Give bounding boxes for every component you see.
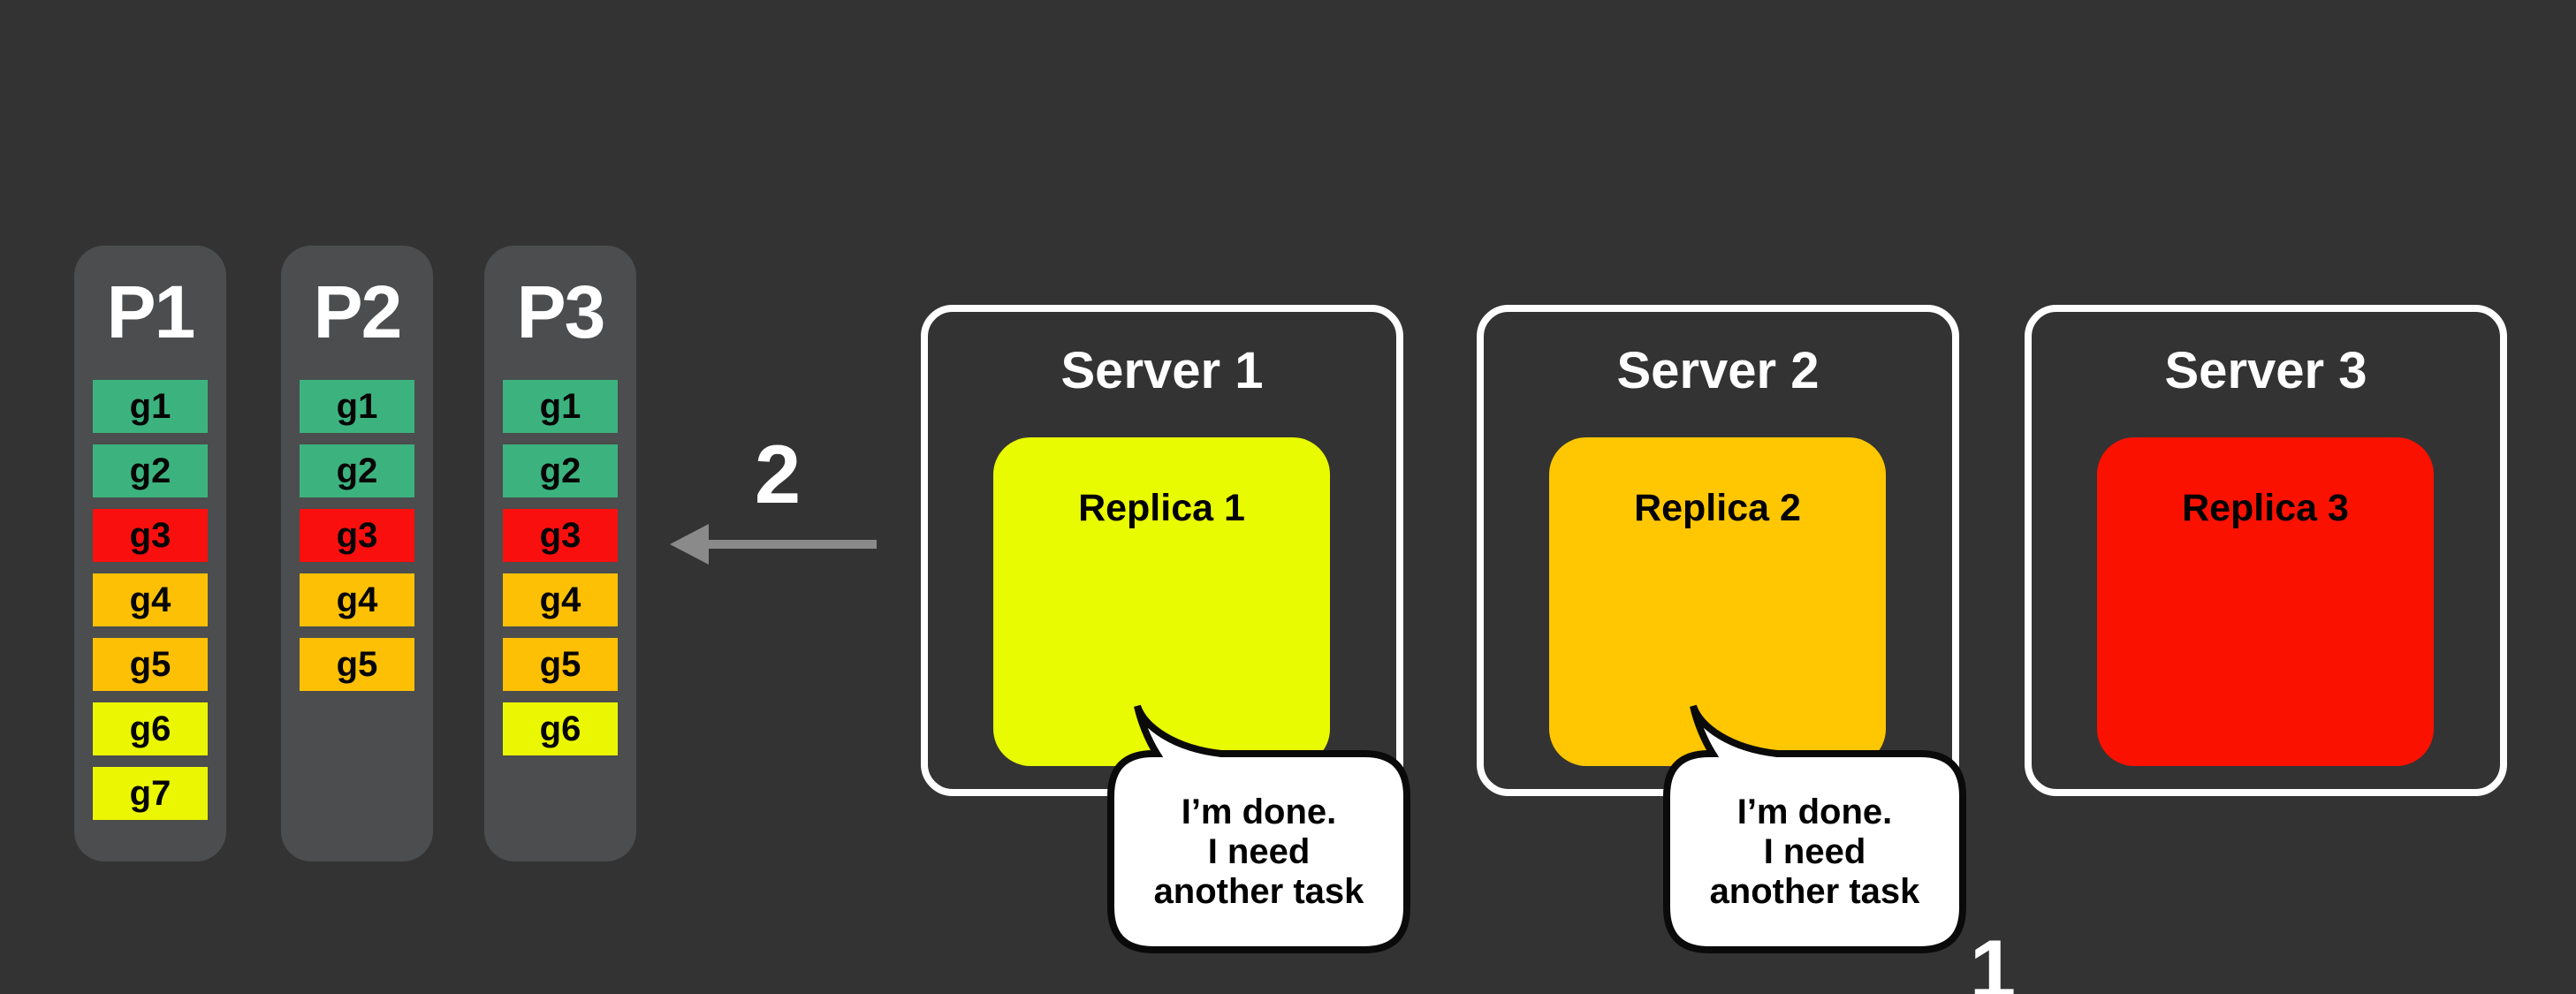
speech-bubble: I’m done. I need another task: [1107, 702, 1410, 953]
replica: Replica 2: [1549, 437, 1886, 766]
speech-bubble: I’m done. I need another task: [1663, 702, 1966, 953]
task-cell: g6: [503, 702, 618, 755]
task-list: g1 g2 g3 g4 g5 g6 g7: [93, 380, 208, 820]
replica-label: Replica 3: [2182, 487, 2349, 529]
replica-label: Replica 1: [1078, 487, 1245, 529]
task-cell: g3: [503, 509, 618, 562]
server-title: Server 3: [2164, 342, 2367, 399]
partition-column: P1 g1 g2 g3 g4 g5 g6 g7: [74, 246, 226, 861]
replica: Replica 3: [2097, 437, 2434, 766]
task-cell: g4: [300, 573, 414, 626]
task-cell: g1: [503, 380, 618, 433]
task-cell: g3: [93, 509, 208, 562]
task-cell: g4: [93, 573, 208, 626]
step-1-label: 1: [1969, 922, 2017, 994]
speech-bubble-line: I’m done.: [1181, 792, 1337, 831]
step-2-label: 2: [754, 428, 802, 520]
task-cell: g5: [93, 638, 208, 691]
speech-bubble-shape: [1107, 704, 1410, 953]
task-cell: g7: [93, 767, 208, 820]
task-cell: g2: [300, 444, 414, 497]
speech-bubble-line: I need: [1763, 831, 1866, 871]
partition-title: P3: [516, 269, 606, 353]
task-cell: g6: [93, 702, 208, 755]
assign-task-arrow-head: [670, 524, 709, 565]
server: Server 2 Replica 2 I’m done. I need anot…: [1477, 305, 1966, 953]
partition-column: P2 g1 g2 g3 g4 g5: [281, 246, 433, 861]
task-list: g1 g2 g3 g4 g5: [300, 380, 414, 691]
task-cell: g5: [503, 638, 618, 691]
replica: Replica 1: [993, 437, 1330, 766]
speech-bubble-shape: [1663, 704, 1966, 953]
server-box: [2025, 305, 2507, 796]
partition-title: P1: [106, 269, 196, 353]
task-cell: g1: [300, 380, 414, 433]
speech-bubble-line: another task: [1709, 871, 1920, 911]
task-cell: g1: [93, 380, 208, 433]
speech-bubble-line: I need: [1207, 831, 1311, 871]
replica-label: Replica 2: [1634, 487, 1801, 529]
speech-bubble-text: I’m done. I need another task: [1667, 754, 1963, 950]
partition-column: P3 g1 g2 g3 g4 g5 g6: [484, 246, 636, 861]
partition-title: P2: [313, 269, 403, 353]
task-list: g1 g2 g3 g4 g5 g6: [503, 380, 618, 755]
speech-bubble-line: I’m done.: [1736, 792, 1893, 831]
task-cell: g2: [503, 444, 618, 497]
task-cell: g2: [93, 444, 208, 497]
server-title: Server 1: [1060, 342, 1264, 399]
task-cell: g5: [300, 638, 414, 691]
speech-bubble-text: I’m done. I need another task: [1111, 754, 1407, 950]
server: Server 3 Replica 3: [2025, 305, 2507, 950]
speech-bubble-line: another task: [1153, 871, 1364, 911]
server: Server 1 Replica 1 I’m done. I need anot…: [921, 305, 1410, 953]
server-title: Server 2: [1616, 342, 1820, 399]
task-cell: g4: [503, 573, 618, 626]
task-cell: g3: [300, 509, 414, 562]
assign-task-arrow: [670, 524, 877, 565]
